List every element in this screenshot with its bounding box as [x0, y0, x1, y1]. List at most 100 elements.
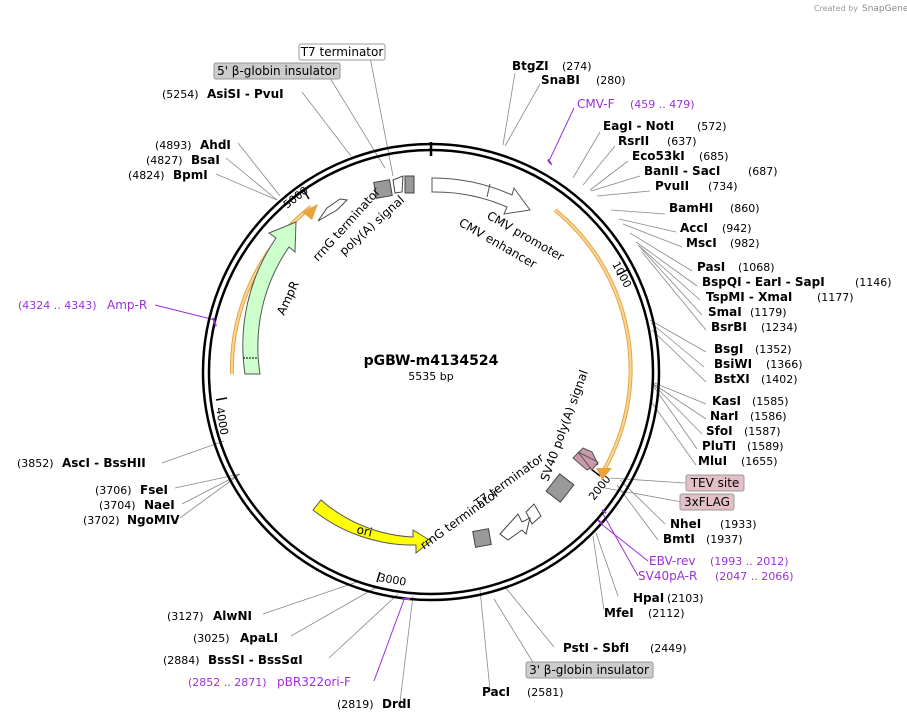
site-bsiwi-pos: (1366): [766, 358, 803, 371]
site-bsrbi-pos: (1234): [761, 321, 798, 334]
site-bspqi-pos: (1146): [855, 276, 892, 289]
plasmid-length: 5535 bp: [408, 370, 453, 383]
site-kasi-pos: (1585): [752, 395, 789, 408]
tev-site-box: [685, 474, 745, 492]
site-ngomiv-name: NgoMIV: [127, 513, 180, 527]
rrng-terminator-box-top: [373, 179, 393, 199]
enzyme-labels-right: BtgZI (274) SnaBI (280) EagI - NotI (572…: [482, 59, 892, 699]
site-fsei-pos: (3706): [95, 484, 132, 497]
site-apali-name: ApaLI: [240, 631, 278, 645]
flag-mark: [577, 451, 599, 471]
primer-sv40par-range: (2047 .. 2066): [715, 570, 794, 583]
site-sfoi-name: SfoI: [706, 424, 733, 438]
primer-lines: [154, 107, 649, 682]
site-hpai-pos: (2103): [667, 592, 704, 605]
site-apali-pos: (3025): [193, 632, 230, 645]
site-bmti-name: BmtI: [663, 532, 695, 546]
globin3-box: [525, 661, 654, 679]
primer-pbr322-name: pBR322ori-F: [277, 675, 351, 689]
site-bmti-pos: (1937): [706, 533, 743, 546]
ampr-label: AmpR: [274, 279, 302, 317]
primer-labels: CMV-F (459 .. 479) EBV-rev (1993 .. 2012…: [18, 97, 794, 689]
globin5-box: [213, 62, 341, 80]
primer-ebvrev-range: (1993 .. 2012): [710, 555, 789, 568]
site-bsgi-name: BsgI: [714, 342, 743, 356]
site-mfei-name: MfeI: [604, 606, 634, 620]
snapgene-logo-text: SnapGene: [862, 4, 907, 14]
site-bpmi-name: BpmI: [173, 168, 208, 182]
site-eagi-pos: (572): [697, 120, 727, 133]
plasmid-name: pGBW-m4134524: [364, 353, 499, 369]
t7-terminator-box: [298, 43, 386, 61]
site-alwni-pos: (3127): [167, 610, 204, 623]
primer-marks: [212, 159, 607, 600]
primer-pbr322-range: (2852 .. 2871): [188, 676, 267, 689]
site-rsrii-name: RsrII: [618, 134, 649, 148]
site-bamhi-pos: (860): [730, 202, 760, 215]
site-snabi-name: SnaBI: [541, 73, 580, 87]
site-alwni-name: AlwNI: [213, 609, 252, 623]
flag-box: [679, 493, 735, 511]
site-ngomiv-pos: (3702): [83, 514, 120, 527]
site-tspmi-pos: (1177): [817, 291, 854, 304]
orange-arrowhead-left: [302, 204, 318, 220]
site-paci-pos: (2581): [527, 686, 564, 699]
site-bsiwi-name: BsiWI: [714, 357, 752, 371]
site-acci-pos: (942): [722, 222, 752, 235]
site-asci-name: AscI - BssHII: [62, 456, 146, 470]
sv40-polya-box: [545, 473, 575, 503]
site-naei-name: NaeI: [144, 498, 175, 512]
tev-site-label: TEV site: [690, 476, 740, 490]
site-pluti-pos: (1589): [747, 440, 784, 453]
site-acci-name: AccI: [680, 221, 708, 235]
site-mfei-pos: (2112): [648, 607, 685, 620]
site-smai-name: SmaI: [708, 305, 742, 319]
site-pvuii-name: PvuII: [655, 179, 689, 193]
site-eco53ki-name: Eco53kI: [632, 149, 685, 163]
cmv-arrow: [431, 177, 531, 215]
site-eco53ki-pos: (685): [699, 150, 729, 163]
site-pvuii-pos: (734): [708, 180, 738, 193]
site-smai-pos: (1179): [750, 306, 787, 319]
site-drdi-pos: (2819): [337, 698, 374, 711]
site-sfoi-pos: (1587): [744, 425, 781, 438]
site-nari-name: NarI: [710, 409, 739, 423]
site-pasi-pos: (1068): [738, 261, 775, 274]
site-nari-pos: (1586): [750, 410, 787, 423]
site-btgzi-pos: (274): [562, 60, 592, 73]
site-bsrbi-name: BsrBI: [711, 320, 747, 334]
site-asci-pos: (3852): [17, 457, 54, 470]
site-banii-name: BanII - SacI: [644, 164, 720, 178]
polya-signal-box: [404, 175, 415, 194]
tick-marks: [215, 188, 628, 583]
t7-terminator-mark-top: [392, 175, 404, 194]
ampr-arrow: [242, 221, 297, 375]
site-asisi-name: AsiSI - PvuI: [207, 87, 284, 101]
primer-sv40par-name: SV40pA-R: [638, 569, 697, 583]
site-nhei-pos: (1933): [720, 518, 757, 531]
rrng-arrow: [499, 513, 531, 541]
site-fsei-name: FseI: [140, 483, 168, 497]
primer-ampr-name: Amp-R: [107, 298, 147, 312]
site-drdi-name: DrdI: [382, 697, 411, 711]
site-bsssi-pos: (2884): [163, 654, 200, 667]
primer-ampr-range: (4324 .. 4343): [18, 299, 97, 312]
cmv-divider: [486, 183, 491, 198]
credit-prefix: Created by: [814, 4, 858, 13]
site-bstxi-pos: (1402): [761, 373, 798, 386]
tick-label-2000: 2000: [586, 473, 613, 503]
enzyme-labels-left: (2819) DrdI (2884) BssSI - BssSαI (3025)…: [17, 87, 411, 711]
globin3-label: 3' β-globin insulator: [529, 663, 649, 677]
site-naei-pos: (3704): [99, 499, 136, 512]
tick-label-4000: 4000: [213, 406, 231, 436]
site-msci-pos: (982): [730, 237, 760, 250]
site-bspqi-name: BspQI - EarI - SapI: [702, 275, 825, 289]
site-snabi-pos: (280): [596, 74, 626, 87]
site-tspmi-name: TspMI - XmaI: [706, 290, 792, 304]
site-ahdi-pos: (4893): [155, 139, 192, 152]
site-bsai-name: BsaI: [191, 153, 220, 167]
site-pasi-name: PasI: [697, 260, 725, 274]
flag-label: 3xFLAG: [684, 495, 730, 509]
